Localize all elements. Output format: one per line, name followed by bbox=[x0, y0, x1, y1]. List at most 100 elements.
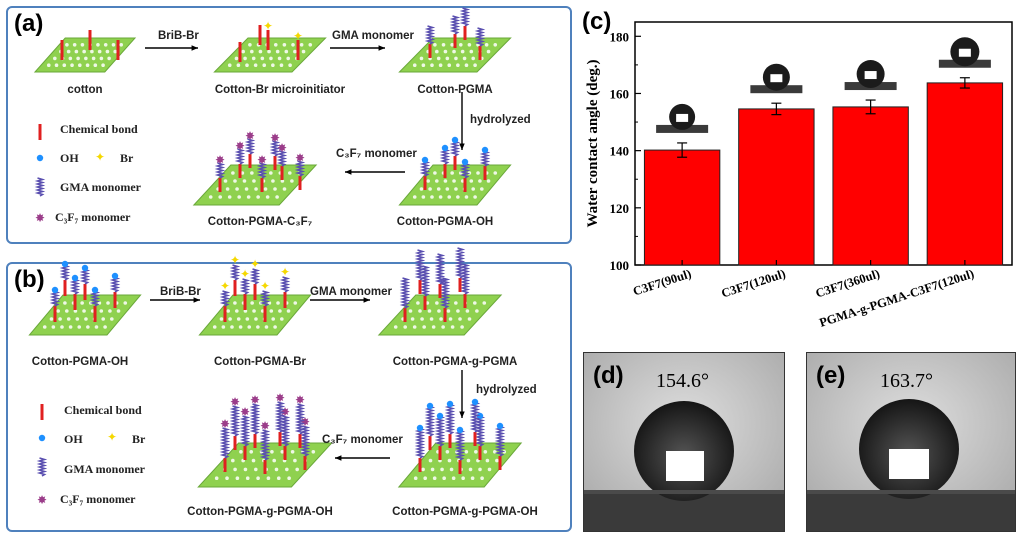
gma-monomer bbox=[399, 277, 411, 309]
gma-monomer bbox=[36, 457, 48, 477]
mesh-hole bbox=[214, 476, 219, 481]
mesh-hole bbox=[99, 309, 104, 313]
mesh-hole bbox=[487, 467, 492, 472]
mesh-hole bbox=[467, 43, 472, 47]
mesh-hole bbox=[443, 49, 448, 54]
mesh-hole bbox=[54, 63, 59, 67]
mesh-hole bbox=[419, 187, 424, 191]
oh-group bbox=[446, 400, 454, 408]
mesh-hole bbox=[70, 63, 74, 67]
oh-group bbox=[71, 274, 79, 282]
mesh-hole bbox=[208, 195, 213, 199]
mesh-hole bbox=[447, 458, 452, 463]
y-axis-title: Water contact angle (deg.) bbox=[585, 59, 601, 227]
br-icon: ✦ bbox=[280, 265, 290, 279]
mesh-hole bbox=[421, 195, 426, 199]
mesh-hole bbox=[460, 325, 464, 329]
mesh-hole bbox=[286, 309, 291, 313]
c3f7-icon: ✸ bbox=[240, 405, 250, 419]
oh-group bbox=[496, 422, 504, 430]
mesh-hole bbox=[450, 43, 454, 47]
mesh-hole bbox=[254, 187, 258, 191]
droplet-highlight bbox=[864, 71, 877, 80]
droplet-d-drawing bbox=[584, 353, 784, 531]
panel-d-label: (d) bbox=[593, 362, 624, 389]
mesh-hole bbox=[462, 56, 467, 61]
y-tick-label: 100 bbox=[610, 258, 630, 273]
mesh-hole bbox=[53, 56, 57, 61]
mesh-hole bbox=[256, 195, 260, 199]
gma-monomer bbox=[294, 160, 306, 177]
mesh-hole bbox=[97, 301, 102, 305]
mesh-hole bbox=[430, 467, 435, 472]
mesh-hole bbox=[435, 49, 439, 54]
br-icon: ✦ bbox=[260, 279, 270, 293]
mesh-hole bbox=[66, 317, 71, 321]
mesh-hole bbox=[90, 49, 94, 54]
gma-monomer bbox=[414, 427, 426, 459]
mesh-hole bbox=[111, 43, 116, 47]
mesh-hole bbox=[82, 309, 86, 313]
mesh-hole bbox=[272, 458, 277, 463]
mesh-hole bbox=[93, 63, 98, 67]
gma-monomer bbox=[434, 415, 446, 447]
mesh-hole bbox=[473, 195, 477, 199]
gma-monomer bbox=[424, 405, 436, 437]
oh-group bbox=[471, 398, 479, 406]
mesh-hole bbox=[263, 187, 268, 191]
mesh-hole bbox=[239, 450, 243, 454]
mesh-hole bbox=[96, 43, 100, 47]
mesh-hole bbox=[80, 301, 84, 305]
gma-monomer bbox=[34, 177, 46, 197]
legend-a-gma: GMA monomer bbox=[60, 180, 141, 194]
stage-label-b-3: Cotton-PGMA-g-PGMA-OH bbox=[392, 506, 538, 518]
c3f7-icon: ✸ bbox=[230, 395, 240, 409]
mesh-hole bbox=[51, 325, 56, 329]
mesh-hole bbox=[235, 309, 239, 313]
chart-frame bbox=[634, 21, 1013, 266]
mesh-hole bbox=[484, 43, 489, 47]
mesh-hole bbox=[63, 301, 67, 305]
mesh-hole bbox=[245, 317, 250, 321]
gma-monomer bbox=[249, 403, 261, 435]
gma-monomer bbox=[299, 425, 311, 457]
mesh-hole bbox=[438, 195, 443, 199]
mesh-hole bbox=[495, 458, 499, 463]
mesh-hole bbox=[274, 467, 279, 472]
mesh-hole bbox=[236, 63, 241, 67]
mesh-hole bbox=[451, 476, 456, 481]
mesh-hole bbox=[461, 476, 465, 481]
mesh-hole bbox=[113, 49, 117, 54]
droplet-highlight bbox=[770, 74, 783, 83]
mesh-hole bbox=[492, 450, 497, 454]
gma-monomer bbox=[459, 263, 471, 295]
mesh-hole bbox=[486, 49, 491, 54]
mesh-hole bbox=[82, 49, 86, 54]
oh-group bbox=[61, 260, 69, 268]
mesh-hole bbox=[473, 63, 477, 67]
mesh-hole bbox=[262, 63, 267, 67]
bar bbox=[926, 82, 1004, 266]
mesh-hole bbox=[74, 49, 79, 54]
droplet-e-drawing bbox=[807, 353, 1015, 531]
mesh-hole bbox=[441, 43, 446, 47]
mesh-hole bbox=[427, 309, 432, 313]
mesh-hole bbox=[412, 325, 417, 329]
gma-monomer bbox=[244, 138, 256, 155]
mesh-hole bbox=[226, 309, 230, 313]
mesh-hole bbox=[243, 467, 248, 472]
gma-monomer bbox=[259, 429, 271, 461]
mesh-hole bbox=[420, 317, 424, 321]
mesh-hole bbox=[276, 301, 280, 305]
mesh-hole bbox=[308, 43, 313, 47]
mesh-hole bbox=[264, 325, 269, 329]
mesh-hole bbox=[454, 187, 458, 191]
arrow-b-2-head bbox=[459, 411, 465, 418]
mesh-hole bbox=[469, 179, 474, 183]
mesh-hole bbox=[282, 43, 287, 47]
step-label-a-1: GMA monomer bbox=[332, 30, 414, 42]
gma-monomer bbox=[454, 429, 466, 461]
mesh-hole bbox=[107, 56, 111, 61]
c3f7-icon: ✸ bbox=[270, 131, 280, 145]
legend-b-bond: Chemical bond bbox=[64, 403, 142, 417]
